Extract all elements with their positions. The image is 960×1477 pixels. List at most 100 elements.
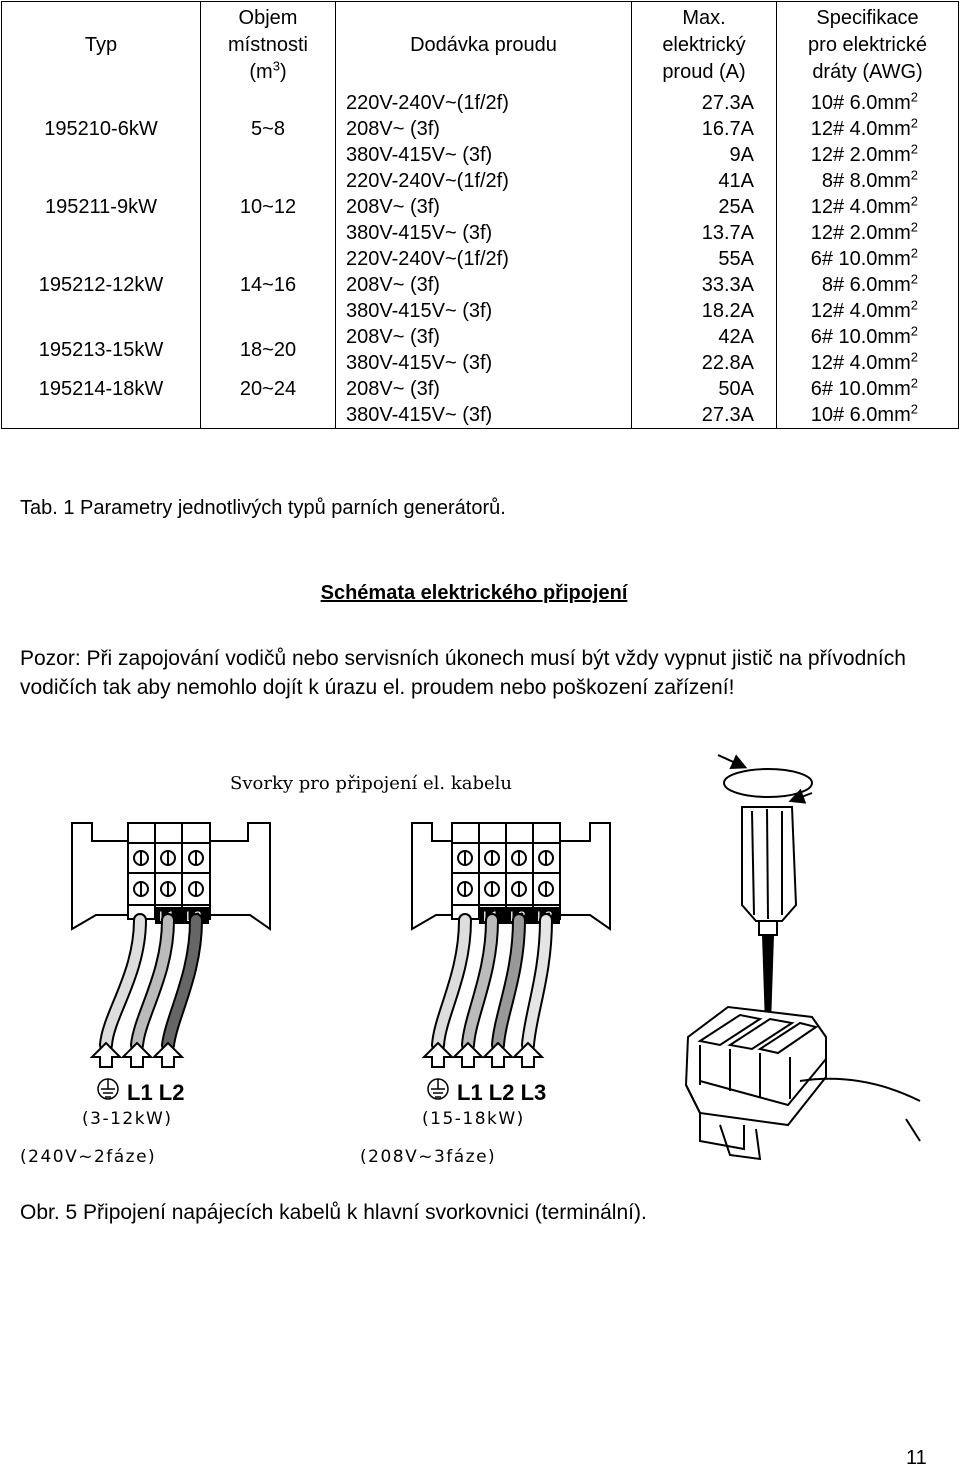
cell-supply: 380V-415V~ (3f) (335, 349, 632, 376)
wire-value: 12# 4.0mm (810, 351, 911, 374)
left-phase: (240V~2fáze) (20, 1147, 156, 1167)
wire-value: 10# 6.0mm (810, 91, 911, 114)
wire-value: 8# 8.0mm (821, 169, 911, 192)
wire-value: 12# 4.0mm (810, 299, 911, 322)
cell-room: 14~16 (200, 245, 336, 324)
wire-value: 12# 2.0mm (810, 143, 911, 166)
right-input-arrows (421, 1041, 545, 1068)
left-input-arrows (89, 1041, 185, 1068)
wire-unit-sup: 2 (910, 374, 918, 390)
left-cables (99, 913, 203, 1052)
cell-wire: 8# 6.0mm2 (776, 270, 959, 298)
wire-unit-sup: 2 (910, 296, 918, 312)
cell-supply: 220V-240V~(1f/2f) (335, 245, 632, 272)
wire-value: 10# 6.0mm (810, 403, 911, 426)
rotation-arrow-icon (717, 754, 813, 804)
wire-value: 6# 10.0mm (810, 247, 911, 270)
wire-unit-sup: 2 (910, 88, 918, 104)
wire-unit-sup: 2 (910, 114, 918, 130)
header-type: Typ (1, 1, 201, 90)
cell-current: 13.7A (631, 219, 777, 246)
left-power: (3-12kW) (82, 1109, 173, 1129)
cell-wire: 10# 6.0mm2 (776, 400, 959, 429)
cell-type: 195212-12kW (1, 245, 201, 324)
cell-current: 16.7A (631, 115, 777, 142)
wiring-figure: Svorky pro připojení el. kabelu L1 L2 (20, 754, 921, 1167)
cell-supply: 220V-240V~(1f/2f) (335, 167, 632, 194)
wire-unit-sup: 2 (910, 166, 918, 182)
header-current: Max. elektrický proud (A) (631, 1, 777, 90)
cell-type: 195213-15kW (1, 323, 201, 376)
cell-room: 10~12 (200, 167, 336, 246)
wire-unit-sup: 2 (910, 270, 918, 286)
right-power: (15-18kW) (422, 1109, 525, 1129)
wire-unit-sup: 2 (910, 192, 918, 208)
cell-supply: 220V-240V~(1f/2f) (335, 89, 632, 116)
cell-type: 195210-6kW (1, 89, 201, 168)
section-heading: Schémata elektrického připojení (320, 582, 628, 604)
cell-wire: 12# 4.0mm2 (776, 348, 959, 376)
cell-wire: 12# 4.0mm2 (776, 296, 959, 324)
wire-unit-sup: 2 (910, 348, 918, 364)
wire-value: 8# 6.0mm (821, 273, 911, 296)
cell-supply: 380V-415V~ (3f) (335, 219, 632, 246)
cell-type: 195214-18kW (1, 375, 201, 429)
right-phase: (208V~3fáze) (360, 1147, 496, 1167)
cell-current: 55A (631, 245, 777, 272)
right-cables (431, 913, 553, 1052)
wire-value: 12# 4.0mm (810, 117, 911, 140)
cell-supply: 380V-415V~ (3f) (335, 297, 632, 324)
cell-current: 9A (631, 141, 777, 168)
right-terminal-block (411, 822, 611, 931)
cell-wire: 12# 2.0mm2 (776, 218, 959, 246)
cell-supply: 208V~ (3f) (335, 375, 632, 402)
wire-value: 12# 4.0mm (810, 195, 911, 218)
spec-table: Typ Objem místnosti (m3) Dodávka proudu … (1, 1, 959, 429)
cell-current: 41A (631, 167, 777, 194)
cell-wire: 12# 4.0mm2 (776, 192, 959, 220)
screwdriver-icon (741, 806, 798, 1026)
cell-supply: 208V~ (3f) (335, 271, 632, 298)
cell-wire: 10# 6.0mm2 (776, 88, 959, 116)
cell-current: 50A (631, 375, 777, 402)
header-wire: Specifikace pro elektrické dráty (AWG) (776, 1, 959, 90)
table-caption: Tab. 1 Parametry jednotlivých typů parní… (20, 497, 506, 519)
cell-current: 27.3A (631, 89, 777, 116)
page-number: 11 (906, 1447, 927, 1469)
cell-supply: 208V~ (3f) (335, 115, 632, 142)
cell-wire: 12# 4.0mm2 (776, 114, 959, 142)
cell-wire: 6# 10.0mm2 (776, 323, 959, 350)
header-supply: Dodávka proudu (335, 1, 632, 90)
cell-type: 195211-9kW (1, 167, 201, 246)
wire-unit-sup: 2 (910, 218, 918, 234)
cell-supply: 380V-415V~ (3f) (335, 141, 632, 168)
cell-supply: 208V~ (3f) (335, 323, 632, 350)
cell-wire: 6# 10.0mm2 (776, 245, 959, 272)
cell-current: 27.3A (631, 401, 777, 429)
wire-unit-sup: 2 (910, 400, 918, 416)
cell-room: 5~8 (200, 89, 336, 168)
figure-title: Svorky pro připojení el. kabelu (230, 773, 512, 794)
cell-room: 20~24 (200, 375, 336, 429)
cell-wire: 8# 8.0mm2 (776, 166, 959, 194)
wire-value: 6# 10.0mm (810, 377, 911, 400)
cell-current: 22.8A (631, 349, 777, 376)
left-screw-row (133, 850, 204, 897)
cell-current: 42A (631, 323, 777, 350)
cell-room: 18~20 (200, 323, 336, 376)
left-terminal-block (71, 822, 271, 931)
cell-supply: 208V~ (3f) (335, 193, 632, 220)
ground-icon (427, 1078, 449, 1100)
cell-wire: 6# 10.0mm2 (776, 374, 959, 402)
